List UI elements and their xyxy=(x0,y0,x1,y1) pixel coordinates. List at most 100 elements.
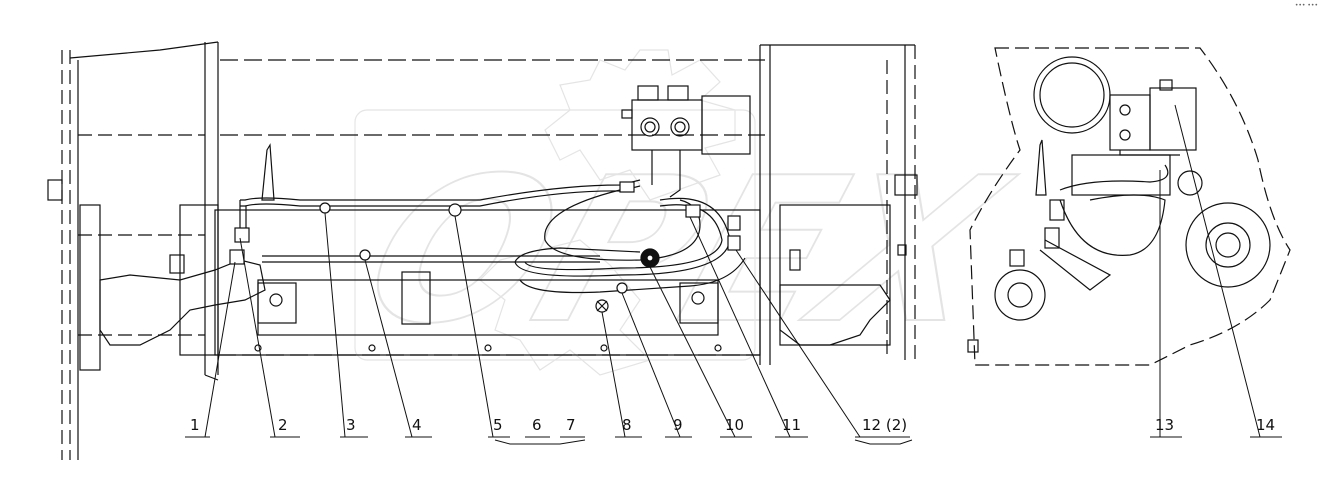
axle-housing xyxy=(99,259,266,346)
detail-valve-port-2 xyxy=(1119,129,1131,141)
upper-line-2 xyxy=(240,185,641,207)
valve-port-2-inner xyxy=(674,121,686,133)
detail-knob xyxy=(1177,170,1203,196)
chassis-plate xyxy=(204,374,219,381)
callout-1: 1 xyxy=(190,416,200,434)
hub-nut xyxy=(169,254,185,274)
detail-fitting-1 xyxy=(1049,199,1065,221)
callout-14: 14 xyxy=(1256,416,1275,434)
watermark-gear xyxy=(544,49,736,201)
valve-port-2 xyxy=(670,117,690,137)
detail-fitting-3 xyxy=(1009,249,1025,267)
callout-13: 13 xyxy=(1155,416,1174,434)
callout-labels: 1 2 3 4 5 6 7 8 9 10 11 12 (2) 13 14 xyxy=(190,416,1275,434)
callout-4: 4 xyxy=(412,416,422,434)
detail-top-hole xyxy=(1033,56,1111,134)
watermark-frame xyxy=(354,109,756,361)
antenna xyxy=(261,143,275,201)
detail-valve-cap xyxy=(1159,79,1173,91)
valve-port-1 xyxy=(640,117,660,137)
callout-9: 9 xyxy=(673,416,683,434)
axle-tube xyxy=(179,204,219,356)
callout-12: 12 (2) xyxy=(862,416,907,434)
upper-line xyxy=(240,179,641,201)
right-axle xyxy=(779,284,891,346)
detail-foot xyxy=(967,339,979,353)
detail-antenna xyxy=(1035,139,1047,196)
valve-cap-1 xyxy=(637,85,659,101)
fitting-12b xyxy=(727,235,741,251)
callout-10: 10 xyxy=(725,416,744,434)
watermark-text: OPEX xyxy=(341,136,1032,368)
control-valve xyxy=(621,85,751,155)
fitting-5 xyxy=(448,203,462,217)
right-small-bolt xyxy=(897,244,907,256)
hub-flange xyxy=(79,204,101,371)
hose-loop-1 xyxy=(514,197,731,277)
hose-loop-2 xyxy=(544,189,701,261)
detail-pulley xyxy=(1185,202,1271,288)
detail-lower-pulley xyxy=(994,269,1046,321)
rivet-5 xyxy=(714,344,722,352)
fitting-12a xyxy=(727,215,741,231)
detail-fitting-2 xyxy=(1044,227,1060,249)
hydraulic-lines xyxy=(239,150,746,294)
watermark: OPEX xyxy=(340,49,1033,376)
callout-leaders xyxy=(185,104,1282,445)
detail-outline xyxy=(969,47,1291,366)
callout-2: 2 xyxy=(278,416,288,434)
valve-side xyxy=(701,95,751,155)
rivet-3 xyxy=(484,344,492,352)
fitting-1 xyxy=(229,249,245,265)
fittings xyxy=(229,143,741,294)
valve-cap-2 xyxy=(667,85,689,101)
callout-5: 5 xyxy=(493,416,503,434)
detail-pulley-core xyxy=(1215,232,1241,258)
chassis-top-curve xyxy=(69,41,219,59)
callout-7: 7 xyxy=(566,416,576,434)
right-mount xyxy=(789,249,801,271)
cylinder-block-mid xyxy=(401,271,431,325)
fitting-4 xyxy=(359,249,371,261)
cylinder-port-left xyxy=(257,282,297,324)
callout-3: 3 xyxy=(346,416,356,434)
cylinder-port-right-bolt xyxy=(691,291,705,305)
callout-6: 6 xyxy=(532,416,542,434)
rivet-1 xyxy=(254,344,262,352)
detail-valve-side xyxy=(1149,87,1197,151)
cylinder-block-right xyxy=(679,282,719,324)
hose-loop-3 xyxy=(519,257,746,294)
right-hub-plate xyxy=(779,204,891,346)
valve-bolt-left xyxy=(621,109,633,119)
detail-hose-b xyxy=(1059,194,1166,256)
callout-8: 8 xyxy=(622,416,632,434)
hub-bolt xyxy=(47,179,63,201)
detail-hose-a xyxy=(1059,164,1169,191)
watermark-gear-lower xyxy=(479,239,652,376)
fitting-cap xyxy=(619,181,635,193)
detail-plate xyxy=(1071,154,1171,196)
left-axle xyxy=(47,179,266,371)
callout-11: 11 xyxy=(782,416,801,434)
right-chassis xyxy=(759,44,918,365)
detail-pulley-inner xyxy=(1205,222,1251,268)
rivet-4 xyxy=(600,344,608,352)
detail-lever xyxy=(1039,239,1112,291)
corner-mark: ••• ••• xyxy=(1294,2,1318,9)
rivet-2 xyxy=(368,344,376,352)
vertical-port-line-2 xyxy=(669,150,681,198)
detail-valve-port xyxy=(1119,104,1131,116)
fitting-11 xyxy=(685,204,701,218)
fitting-9 xyxy=(616,282,628,294)
valve-port-1-inner xyxy=(644,121,656,133)
fitting-2 xyxy=(234,227,250,243)
fitting-3 xyxy=(319,202,331,214)
right-bolt-head xyxy=(894,174,918,196)
detail-view xyxy=(967,47,1291,366)
hose-loop-1b xyxy=(524,204,723,271)
detail-top-hole-inner xyxy=(1039,62,1105,128)
detail-lower-pulley-inner xyxy=(1007,282,1033,308)
detail-valve-body xyxy=(1109,94,1151,151)
